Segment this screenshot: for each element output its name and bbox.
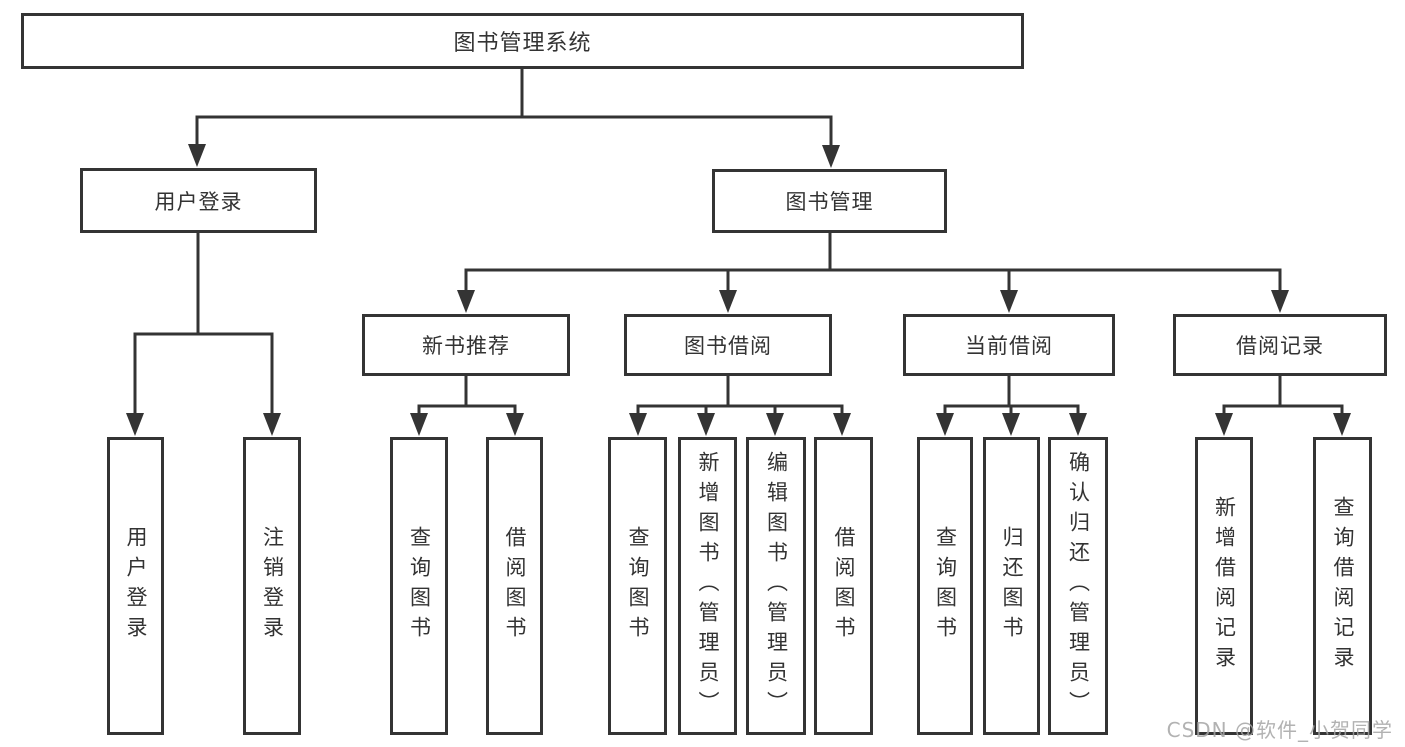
node-root: 图书管理系统 (21, 13, 1024, 69)
node-new-book-recommend-label: 新书推荐 (422, 334, 510, 358)
leaf-nbr-borrow-books-label: 借阅图书 (503, 526, 527, 646)
leaf-cb-return-books: 归还图书 (983, 437, 1040, 735)
leaf-br-query-record: 查询借阅记录 (1313, 437, 1372, 735)
node-book-management: 图书管理 (712, 169, 947, 233)
node-root-label: 图书管理系统 (453, 31, 592, 56)
leaf-nbr-query-books: 查询图书 (390, 437, 448, 735)
node-borrow-records: 借阅记录 (1173, 314, 1387, 376)
node-current-borrowing: 当前借阅 (903, 314, 1115, 376)
leaf-logout-label: 注销登录 (260, 526, 285, 646)
leaf-bb-borrow-books: 借阅图书 (814, 437, 873, 735)
node-borrow-records-label: 借阅记录 (1236, 334, 1324, 358)
leaf-bb-query-books-label: 查询图书 (626, 526, 650, 646)
leaf-cb-return-books-label: 归还图书 (1000, 526, 1024, 646)
leaf-bb-add-books-admin-label: 新增图书（管理员） (696, 451, 720, 721)
node-user-login-label: 用户登录 (154, 189, 243, 214)
connector-paths (133, 67, 1344, 417)
node-new-book-recommend: 新书推荐 (362, 314, 570, 376)
leaf-user-login: 用户登录 (107, 437, 164, 735)
csdn-watermark: CSDN @软件_小贺同学 (1166, 718, 1393, 742)
leaf-nbr-borrow-books: 借阅图书 (486, 437, 543, 735)
arrowheads (126, 144, 1351, 436)
leaf-cb-confirm-return-admin-label: 确认归还（管理员） (1066, 451, 1091, 721)
node-current-borrowing-label: 当前借阅 (965, 334, 1053, 358)
leaf-nbr-query-books-label: 查询图书 (407, 526, 432, 646)
leaf-bb-borrow-books-label: 借阅图书 (832, 526, 856, 646)
leaf-bb-add-books-admin: 新增图书（管理员） (678, 437, 737, 735)
leaf-cb-query-books-label: 查询图书 (933, 526, 958, 646)
leaf-bb-query-books: 查询图书 (608, 437, 667, 735)
leaf-bb-edit-books-admin-label: 编辑图书（管理员） (764, 451, 789, 721)
node-book-borrowing-label: 图书借阅 (684, 334, 772, 358)
leaf-cb-confirm-return-admin: 确认归还（管理员） (1048, 437, 1108, 735)
leaf-br-add-record-label: 新增借阅记录 (1212, 496, 1237, 676)
leaf-br-query-record-label: 查询借阅记录 (1331, 496, 1355, 676)
leaf-bb-edit-books-admin: 编辑图书（管理员） (746, 437, 806, 735)
node-book-management-label: 图书管理 (785, 190, 874, 214)
leaf-user-login-label: 用户登录 (124, 526, 148, 646)
leaf-logout: 注销登录 (243, 437, 301, 735)
node-user-login: 用户登录 (80, 168, 317, 233)
node-book-borrowing: 图书借阅 (624, 314, 832, 376)
leaf-br-add-record: 新增借阅记录 (1195, 437, 1253, 735)
leaf-cb-query-books: 查询图书 (917, 437, 973, 735)
